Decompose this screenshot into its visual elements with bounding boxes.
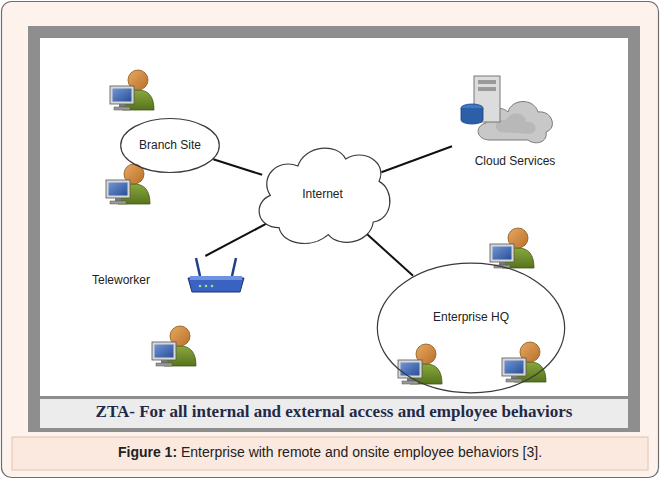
network-link	[365, 232, 413, 275]
caption-body: Enterprise with remote and onsite employ…	[177, 444, 542, 460]
ellipse-outline	[376, 262, 566, 394]
grey-panel	[28, 26, 640, 432]
node-texts: Cloud Services	[475, 154, 556, 168]
caption-lead: Figure 1:	[118, 444, 177, 460]
network-link	[213, 159, 262, 175]
node-label: Cloud Services	[475, 154, 556, 168]
employee-icon	[152, 326, 196, 366]
caption-box	[12, 437, 648, 470]
cloud-service: Cloud Services	[452, 74, 578, 172]
banner-text: ZTA- For all internal and external acces…	[96, 402, 573, 422]
teleworker-site: Teleworker	[72, 256, 248, 304]
node-label: Enterprise HQ	[433, 310, 509, 324]
node-label: Internet	[302, 187, 343, 201]
banner-strip	[40, 399, 628, 428]
employee-icon	[398, 344, 442, 384]
node-texts: Enterprise HQ	[433, 310, 509, 324]
node-label: Branch Site	[139, 138, 201, 152]
node-label: Teleworker	[92, 273, 150, 287]
hq-ellipse: Enterprise HQ	[376, 262, 566, 394]
employee-icon	[490, 228, 534, 268]
employee-icon	[106, 164, 150, 204]
cloud-server-icon	[461, 76, 552, 143]
internet-cloud: Internet	[250, 138, 395, 250]
network-link	[381, 146, 452, 172]
employee-icon	[502, 342, 546, 382]
figure-caption: Figure 1: Enterprise with remote and ons…	[118, 444, 542, 460]
site-ellipse: Branch Site	[120, 118, 220, 173]
network-link	[205, 222, 268, 256]
node-texts: Teleworker	[92, 273, 150, 287]
employee-icon	[110, 70, 154, 110]
white-panel	[40, 38, 628, 396]
node-texts: Internet	[302, 187, 343, 201]
node-texts: Branch Site	[139, 138, 201, 152]
router-icon	[188, 258, 244, 292]
